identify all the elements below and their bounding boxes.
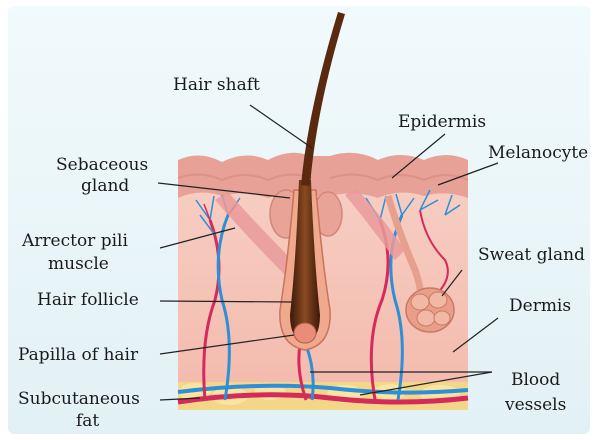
label-hair-follicle: Hair follicle [37, 290, 139, 311]
label-melanocyte: Melanocyte [488, 143, 588, 164]
label-sweat-gland: Sweat gland [478, 245, 585, 266]
label-arrector-line2: muscle [48, 254, 109, 275]
label-hair-shaft: Hair shaft [173, 75, 260, 96]
label-papilla-of-hair: Papilla of hair [18, 345, 138, 366]
label-sebaceous-line2: gland [81, 176, 129, 197]
label-sebaceous-line1: Sebaceous [56, 155, 148, 176]
label-dermis: Dermis [509, 296, 571, 317]
label-arrector-line1: Arrector pili [22, 231, 128, 252]
hair-papilla [294, 323, 316, 343]
label-subcutaneous-line1: Subcutaneous [18, 389, 140, 410]
label-epidermis: Epidermis [398, 112, 486, 133]
label-blood-line1: Blood [511, 370, 560, 391]
label-blood-line2: vessels [505, 395, 566, 416]
label-subcutaneous-line2: fat [76, 411, 99, 432]
